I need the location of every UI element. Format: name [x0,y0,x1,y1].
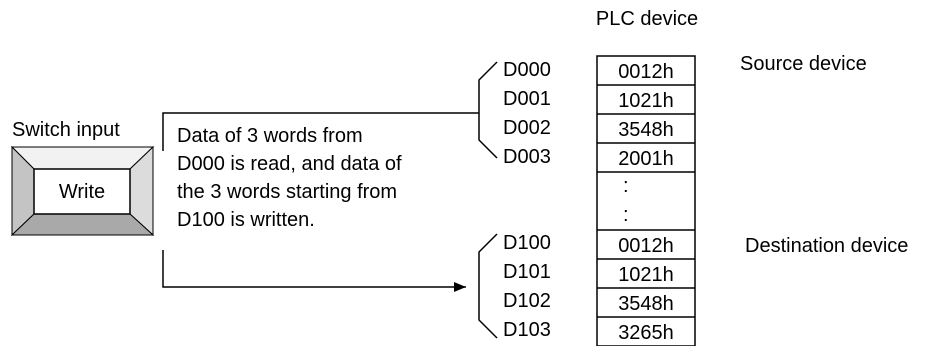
switch-bevel-bottom [10,213,155,236]
memory-value: 1021h [618,264,674,286]
source-device-labels: D000 D001 D002 D003 [503,59,551,168]
device-address-label: D103 [503,319,551,341]
switch-label: Write [59,181,105,203]
device-address-label: D001 [503,88,551,110]
device-address-label: D100 [503,232,551,254]
memory-value: 0012h [618,61,674,83]
device-address-label: D002 [503,117,551,139]
ellipsis-mark: : [623,175,629,197]
device-address-label: D101 [503,261,551,283]
memory-value: 3265h [618,322,674,344]
destination-device-label: Destination device [745,235,908,257]
description-line: the 3 words starting from [177,181,397,203]
device-address-label: D000 [503,59,551,81]
plc-device-title: PLC device [596,8,698,30]
write-switch-button[interactable]: Write [10,145,155,237]
switch-input-caption: Switch input [12,119,120,141]
device-address-label: D003 [503,146,551,168]
source-device-label: Source device [740,53,867,75]
write-arrow [162,250,466,292]
memory-value: 2001h [618,148,674,170]
memory-value: 3548h [618,293,674,315]
description-line: Data of 3 words from [177,125,363,147]
switch-face [33,168,131,215]
source-bracket [478,61,498,159]
memory-table: 0012h 1021h 3548h 2001h : : 0012h 1021h … [596,55,696,346]
read-connector-line [162,112,479,151]
description-line: D100 is written. [177,209,315,231]
switch-bevel-top [10,146,155,170]
description-text: Data of 3 words from D000 is read, and d… [177,125,402,231]
memory-value: 1021h [618,90,674,112]
destination-device-labels: D100 D101 D102 D103 [503,232,551,341]
memory-value: 3548h [618,119,674,141]
device-address-label: D102 [503,290,551,312]
destination-bracket [478,233,498,339]
description-line: D000 is read, and data of [177,153,402,175]
memory-table-border [596,55,696,346]
memory-value: 0012h [618,235,674,257]
ellipsis-mark: : [623,204,629,226]
